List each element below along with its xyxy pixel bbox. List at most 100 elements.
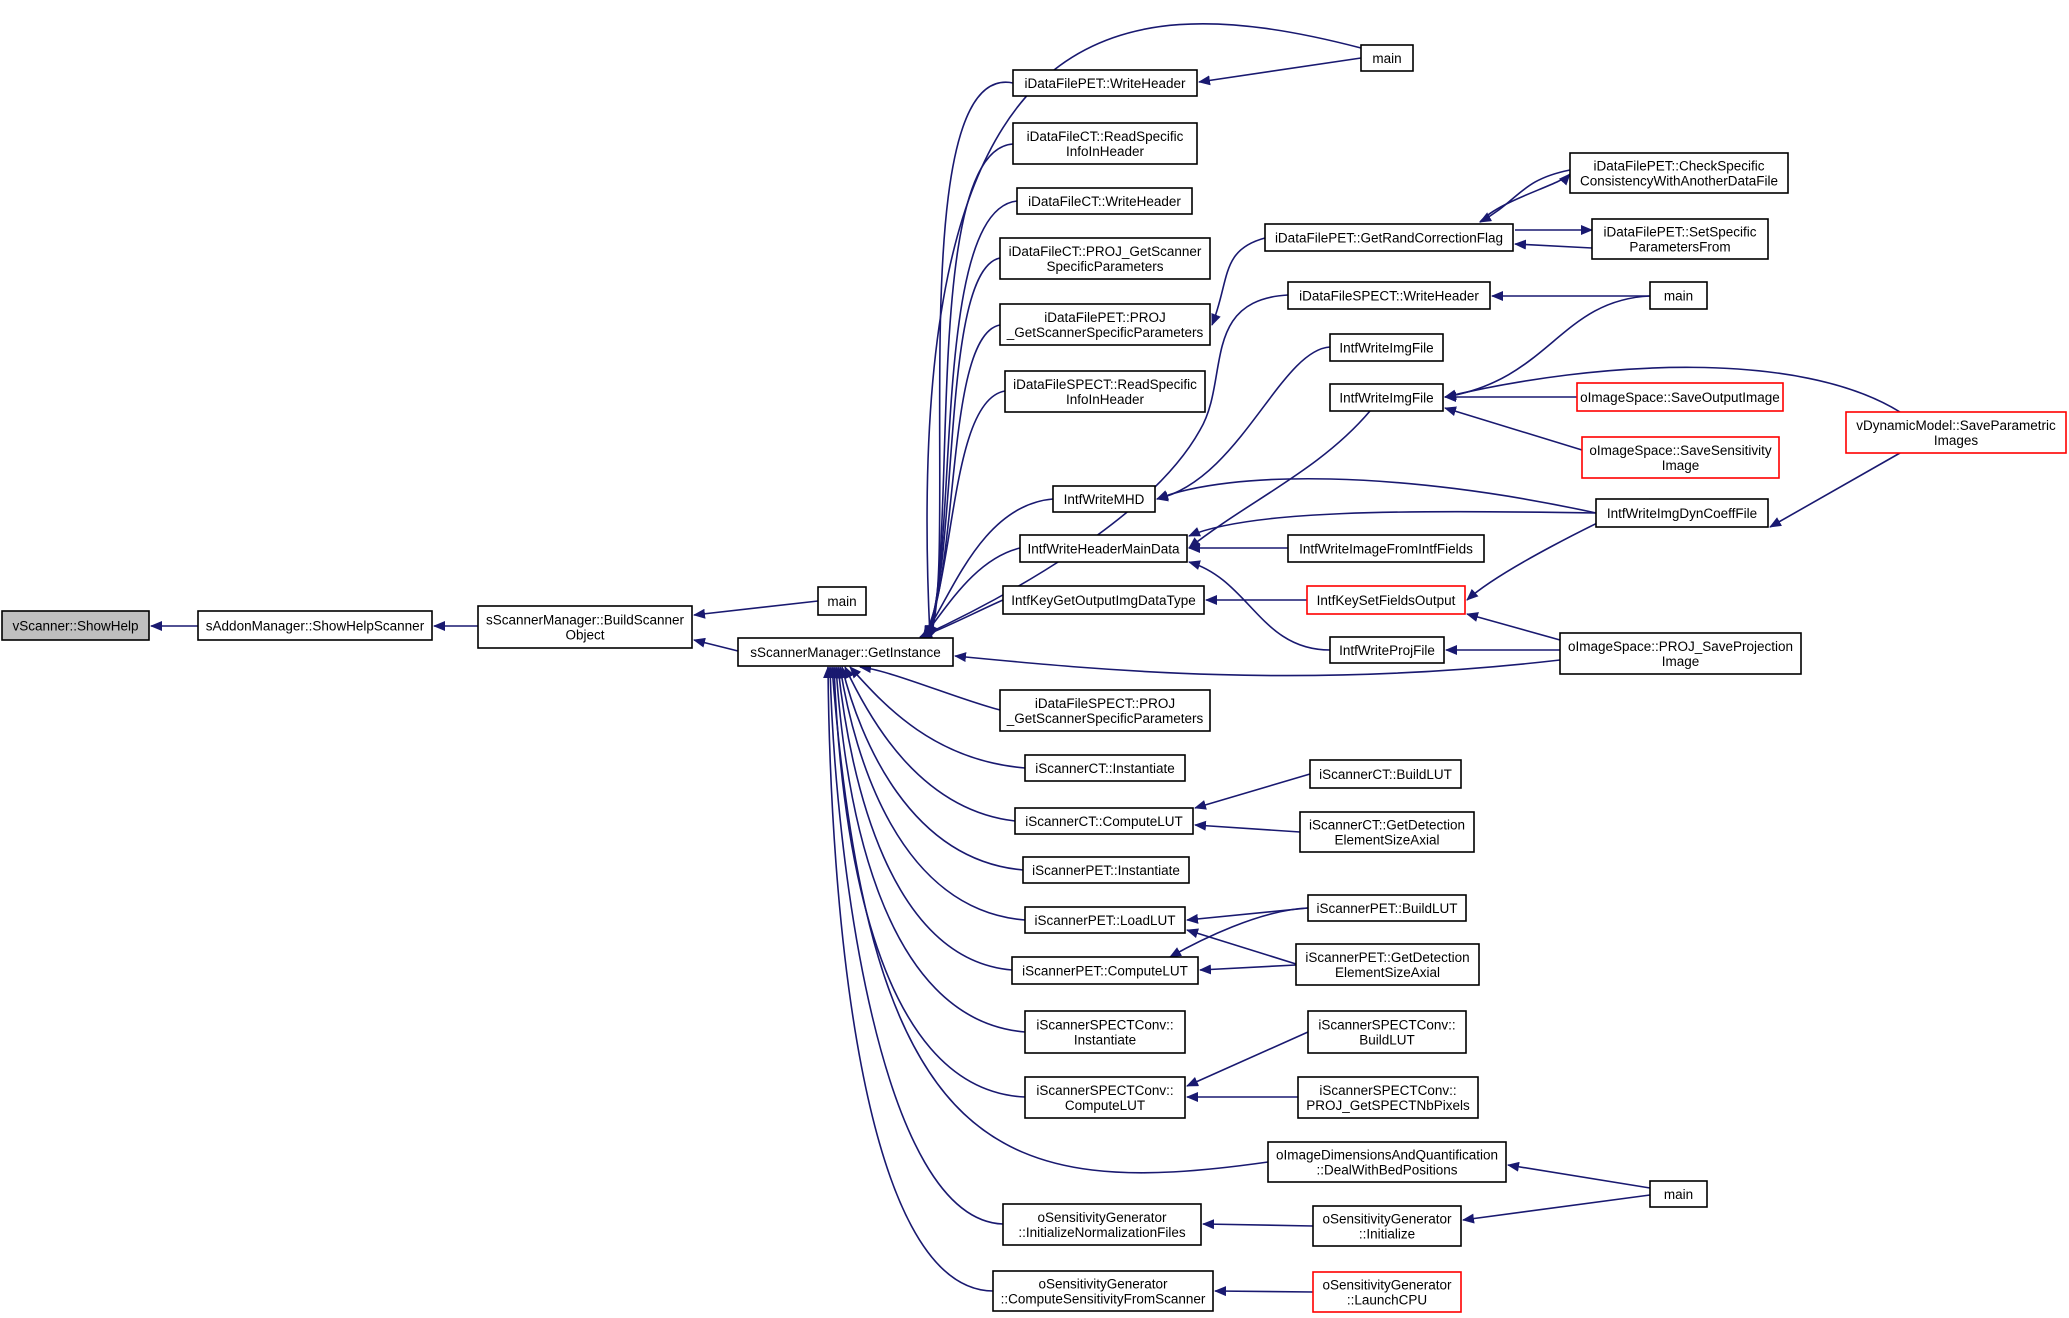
node-label: iDataFilePET::SetSpecific <box>1603 225 1756 240</box>
edge-randflag-to-dfpet_proj <box>1211 237 1266 326</box>
node-label: IntfWriteMHD <box>1064 492 1145 507</box>
node-box <box>1287 281 1491 310</box>
graph-node[interactable]: vScanner::ShowHelp <box>1 610 150 641</box>
graph-node[interactable]: oSensitivityGenerator::Initialize <box>1312 1205 1462 1247</box>
node-box <box>1595 498 1769 528</box>
node-box <box>1307 894 1467 922</box>
node-label: ::Initialize <box>1359 1227 1415 1242</box>
graph-node[interactable]: iScannerPET::Instantiate <box>1022 856 1190 884</box>
node-label: main <box>1664 1187 1693 1202</box>
node-label: iScannerSPECTConv:: <box>1318 1018 1455 1033</box>
graph-node[interactable]: iDataFilePET::WriteHeader <box>1012 69 1198 97</box>
graph-node[interactable]: iScannerPET::ComputeLUT <box>1011 956 1199 985</box>
edge-saveproj-to-keyset <box>1466 612 1561 641</box>
edge-checkspec-to-randflag <box>1479 169 1571 223</box>
node-box <box>1299 811 1475 853</box>
graph-node[interactable]: IntfWriteImgDynCoeffFile <box>1595 498 1769 528</box>
node-box <box>992 1270 1214 1312</box>
graph-node[interactable]: iScannerPET::GetDetectionElementSizeAxia… <box>1295 943 1480 986</box>
edge-main_spect-to-writeimg2 <box>1444 295 1651 401</box>
edge-pet_clut-to-getinst <box>834 666 1013 971</box>
edge-dfct_proj-to-getinst <box>925 257 1001 638</box>
graph-node[interactable]: IntfWriteProjFile <box>1329 636 1445 664</box>
graph-node[interactable]: iDataFileSPECT::WriteHeader <box>1287 281 1491 310</box>
graph-node[interactable]: iScannerCT::ComputeLUT <box>1014 807 1194 835</box>
graph-node[interactable]: IntfKeyGetOutputImgDataType <box>1002 585 1205 615</box>
edge-spect_inst-to-getinst <box>831 666 1026 1033</box>
graph-node[interactable]: oSensitivityGenerator::LaunchCPU <box>1312 1271 1462 1313</box>
node-label: iDataFilePET::CheckSpecific <box>1593 159 1764 174</box>
node-box <box>1024 1076 1186 1119</box>
node-label: iScannerCT::Instantiate <box>1035 761 1175 776</box>
graph-node[interactable]: iScannerPET::LoadLUT <box>1024 906 1186 934</box>
graph-node[interactable]: iScannerSPECTConv::PROJ_GetSPECTNbPixels <box>1297 1076 1479 1119</box>
graph-node[interactable]: iScannerSPECTConv::BuildLUT <box>1307 1010 1467 1054</box>
graph-node[interactable]: IntfWriteMHD <box>1052 485 1156 513</box>
graph-node[interactable]: IntfKeySetFieldsOutput <box>1306 585 1466 615</box>
graph-node[interactable]: iDataFileCT::PROJ_GetScannerSpecificPara… <box>999 237 1211 280</box>
edge-writeimg1-to-writemhd <box>1156 346 1331 502</box>
node-box <box>999 689 1211 732</box>
graph-node[interactable]: IntfWriteHeaderMainData <box>1019 534 1188 563</box>
graph-node[interactable]: iScannerSPECTConv::Instantiate <box>1024 1010 1186 1054</box>
node-label: iDataFileCT::ReadSpecific <box>1027 129 1184 144</box>
edge-vdyn-to-dyncoeff <box>1769 452 1901 528</box>
graph-node[interactable]: main <box>1649 281 1708 310</box>
graph-node[interactable]: sAddonManager::ShowHelpScanner <box>197 610 433 641</box>
graph-node[interactable]: oImageDimensionsAndQuantification::DealW… <box>1267 1141 1507 1183</box>
edge-writeimg2-to-writehdr <box>1188 410 1371 549</box>
node-box <box>197 610 433 641</box>
node-box <box>1019 534 1188 563</box>
graph-node[interactable]: oSensitivityGenerator::InitializeNormali… <box>1002 1203 1202 1246</box>
graph-node[interactable]: oSensitivityGenerator::ComputeSensitivit… <box>992 1270 1214 1312</box>
node-box <box>817 586 867 616</box>
graph-node[interactable]: iScannerSPECTConv::ComputeLUT <box>1024 1076 1186 1119</box>
node-box <box>1329 383 1444 412</box>
graph-node[interactable]: sScannerManager::GetInstance <box>737 637 954 667</box>
graph-node[interactable]: iDataFileCT::WriteHeader <box>1016 187 1193 215</box>
graph-node[interactable]: IntfWriteImgFile <box>1329 333 1444 362</box>
node-label: IntfWriteHeaderMainData <box>1027 542 1180 557</box>
graph-node[interactable]: IntfWriteImgFile <box>1329 383 1444 412</box>
graph-node[interactable]: iDataFilePET::CheckSpecificConsistencyWi… <box>1569 152 1789 194</box>
edge-dealbed-to-getinst <box>827 666 1269 1174</box>
node-box <box>477 605 693 649</box>
node-label: IntfWriteImgDynCoeffFile <box>1607 506 1757 521</box>
edge-sens_initnorm-to-getinst <box>825 666 1004 1225</box>
node-label: PROJ_GetSPECTNbPixels <box>1306 1098 1470 1113</box>
graph-node[interactable]: iDataFilePET::GetRandCorrectionFlag <box>1264 223 1514 252</box>
graph-node[interactable]: iScannerCT::BuildLUT <box>1309 759 1462 789</box>
node-label: main <box>1664 289 1693 304</box>
node-label: iScannerCT::GetDetection <box>1309 818 1465 833</box>
edge-ct_inst-to-getinst <box>849 666 1026 769</box>
graph-node[interactable]: oImageSpace::SaveOutputImage <box>1576 382 1784 412</box>
graph-node[interactable]: iDataFileSPECT::PROJ_GetScannerSpecificP… <box>999 689 1211 732</box>
graph-node[interactable]: main <box>817 586 867 616</box>
edge-main_bottom-to-sens_init <box>1462 1194 1651 1224</box>
graph-node[interactable]: main <box>1360 44 1414 72</box>
node-label: Instantiate <box>1074 1033 1136 1048</box>
node-label: iScannerCT::ComputeLUT <box>1025 814 1183 829</box>
edge-main1-to-build <box>693 600 819 619</box>
edge-randflag-to-checkspec <box>1479 173 1571 223</box>
edge-pet_load-to-getinst <box>836 666 1026 921</box>
graph-node[interactable]: main <box>1649 1180 1708 1208</box>
graph-node[interactable]: iScannerCT::Instantiate <box>1024 754 1186 782</box>
edge-savesens-to-writeimg2 <box>1444 406 1583 451</box>
graph-node[interactable]: iScannerPET::BuildLUT <box>1307 894 1467 922</box>
node-label: iDataFileSPECT::PROJ <box>1035 696 1175 711</box>
graph-node[interactable]: IntfWriteImageFromIntfFields <box>1287 534 1485 563</box>
node-label: ::ComputeSensitivityFromScanner <box>1001 1292 1206 1307</box>
edge-dfspect_rs-to-getinst <box>923 390 1006 638</box>
graph-node[interactable]: iDataFilePET::PROJ_GetScannerSpecificPar… <box>999 303 1211 346</box>
node-label: main <box>827 594 856 609</box>
node-label: IntfWriteImageFromIntfFields <box>1299 542 1473 557</box>
